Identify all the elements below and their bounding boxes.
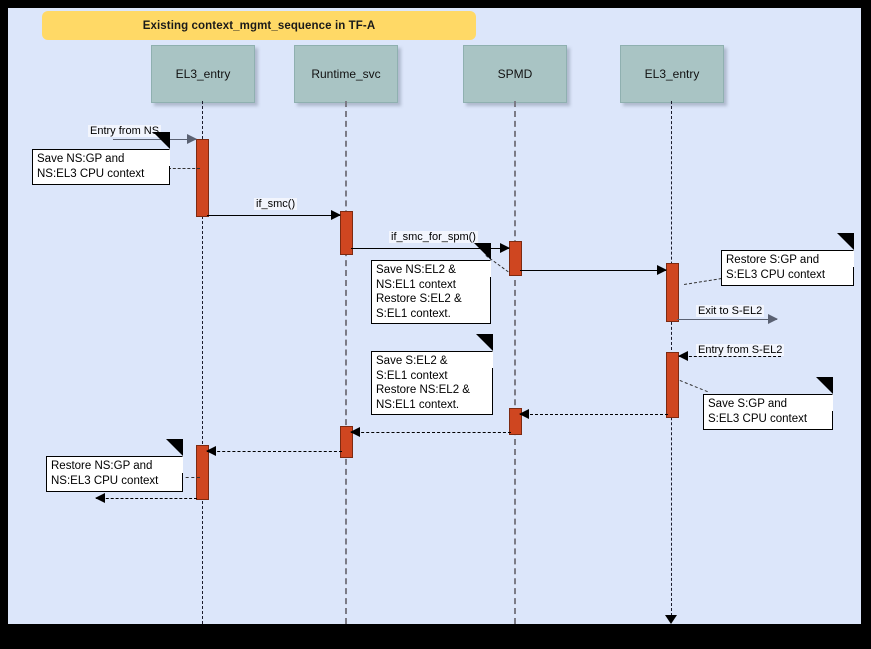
arrowhead-left-icon [519, 409, 529, 419]
note-connector-3 [684, 278, 722, 285]
activation-bar-el3-right-2 [666, 352, 679, 418]
activation-bar-spmd-1 [509, 241, 522, 276]
activation-bar-el3-left-2 [196, 445, 209, 500]
arrowhead-right-icon [187, 134, 197, 144]
arrowhead-left-icon [678, 351, 688, 361]
lifeline-end-arrow-icon [665, 615, 677, 624]
note-save-s-el2: Save S:EL2 & S:EL1 context Restore NS:EL… [371, 351, 493, 415]
message-label-entry-from-s-el2: Entry from S-EL2 [696, 344, 785, 356]
message-label-entry-from-ns: Entry from NS [88, 125, 162, 137]
lifeline-header-runtime-svc[interactable]: Runtime_svc [294, 45, 398, 103]
message-label-if-smc-for-spm: if_smc_for_spm() [389, 231, 478, 243]
note-save-s-gp: Save S:GP and S:EL3 CPU context [703, 394, 833, 430]
note-connector-6 [180, 477, 200, 478]
note-restore-s-gp: Restore S:GP and S:EL3 CPU context [721, 250, 854, 286]
activation-bar-runtime-svc-1 [340, 211, 353, 255]
lifeline-line-el3-entry-left [202, 101, 203, 624]
arrowhead-right-icon [768, 314, 778, 324]
lifeline-line-spmd [514, 101, 516, 624]
message-label-exit-to-s-el2: Exit to S-EL2 [696, 305, 765, 317]
arrowhead-left-icon [350, 427, 360, 437]
note-fold-icon [153, 149, 170, 166]
lifeline-header-el3-entry-right[interactable]: EL3_entry [620, 45, 724, 103]
note-save-ns-el2: Save NS:EL2 & NS:EL1 context Restore S:E… [371, 260, 491, 324]
message-line [207, 451, 342, 452]
diagram-title-banner: Existing context_mgmt_sequence in TF-A [42, 11, 476, 40]
arrowhead-right-icon [331, 210, 341, 220]
activation-bar-el3-right-1 [666, 263, 679, 322]
note-fold-icon [816, 394, 833, 411]
arrowhead-right-icon [657, 265, 667, 275]
message-line [207, 215, 340, 216]
note-save-ns-gp: Save NS:GP and NS:EL3 CPU context [32, 149, 170, 185]
note-fold-icon [476, 351, 493, 368]
lifeline-label: EL3_entry [644, 67, 700, 81]
diagram-title: Existing context_mgmt_sequence in TF-A [142, 19, 376, 32]
message-line [96, 498, 197, 499]
lifeline-line-runtime-svc [345, 101, 347, 624]
lifeline-label: Runtime_svc [311, 67, 381, 81]
message-label-if-smc: if_smc() [254, 198, 298, 210]
activation-bar-spmd-2 [509, 408, 522, 435]
arrowhead-left-icon [95, 493, 105, 503]
diagram-canvas: Existing context_mgmt_sequence in TF-A E… [8, 8, 861, 624]
message-line [351, 432, 511, 433]
message-line [351, 248, 509, 249]
message-line [677, 319, 777, 320]
note-connector-5 [679, 380, 708, 393]
lifeline-header-el3-entry-left[interactable]: EL3_entry [151, 45, 255, 103]
note-fold-icon [837, 250, 854, 267]
activation-bar-runtime-svc-2 [340, 426, 353, 458]
message-line [520, 270, 666, 271]
note-fold-icon [474, 260, 491, 277]
lifeline-header-spmd[interactable]: SPMD [463, 45, 567, 103]
activation-bar-el3-left-1 [196, 139, 209, 217]
lifeline-label: SPMD [497, 67, 533, 81]
message-line [679, 356, 781, 357]
message-line [520, 414, 668, 415]
lifeline-label: EL3_entry [175, 67, 231, 81]
arrowhead-left-icon [206, 446, 216, 456]
arrowhead-right-icon [500, 243, 510, 253]
note-fold-icon [166, 456, 183, 473]
note-connector-1 [168, 168, 200, 169]
note-restore-ns-gp: Restore NS:GP and NS:EL3 CPU context [46, 456, 183, 492]
